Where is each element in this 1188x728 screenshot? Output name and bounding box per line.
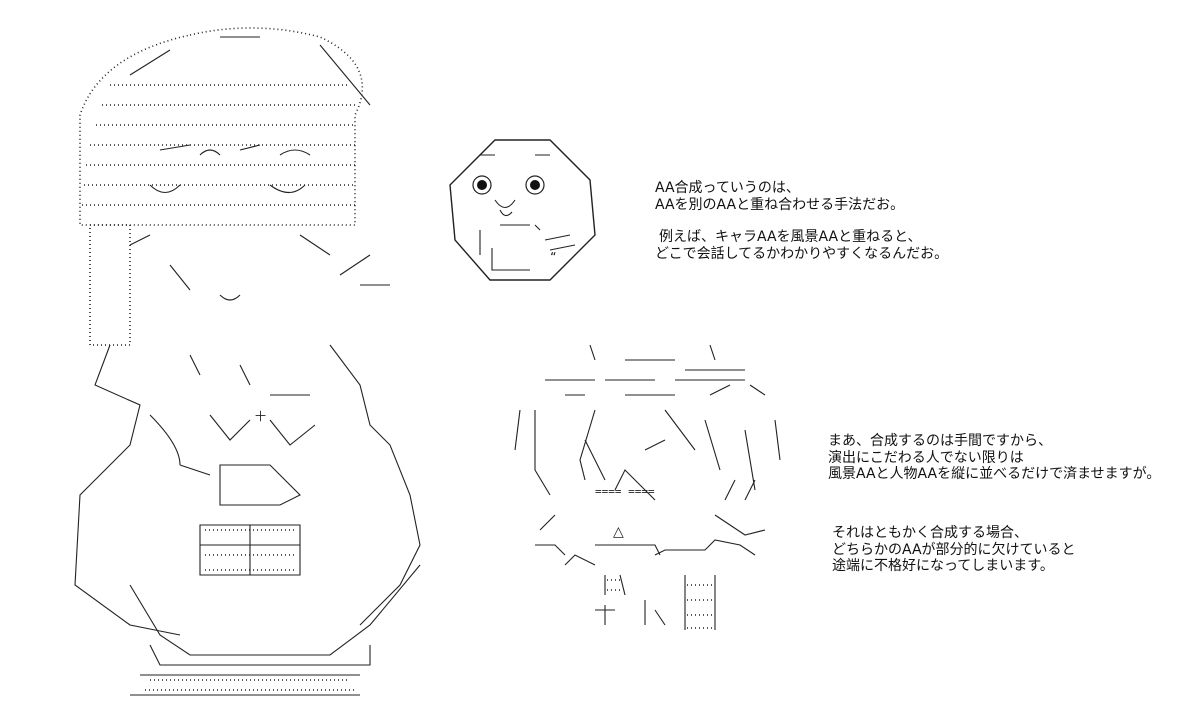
intro-line-4: どこで会話してるかわかりやすくなるんだお。: [655, 245, 949, 262]
chest-cross-text: 十: [255, 409, 266, 423]
boy-ascii-art: ==== ==== △: [505, 340, 795, 635]
intro-line-2: AAを別のAAと重ね合わせる手法だお。: [655, 196, 905, 213]
text-block-effort: まあ、合成するのは手間ですから、 演出にこだわる人でない限りは 風景AAと人物A…: [828, 433, 1160, 483]
nose-text: △: [613, 524, 624, 540]
intro-line-1: AA合成っていうのは、: [655, 180, 800, 196]
text-block-missing: それはともかく合成する場合、 どちらかのAAが部分的に欠けていると 途端に不格好…: [832, 525, 1076, 575]
eyes-text: ==== ====: [595, 485, 655, 498]
effort-line-3: 風景AAと人物AAを縦に並べるだけで済ませますが。: [828, 466, 1161, 482]
missing-line-1: それはともかく合成する場合、: [832, 525, 1028, 541]
effort-line-1: まあ、合成するのは手間ですから、: [828, 433, 1052, 449]
missing-line-3: 途端に不格好になってしまいます。: [832, 558, 1054, 574]
intro-line-blank: [655, 213, 948, 229]
round-face-ascii-art: “: [440, 130, 610, 295]
intro-line-3: 例えば、キャラAAを風景AAと重ねると、: [659, 229, 922, 245]
effort-line-2: 演出にこだわる人でない限りは: [828, 449, 1024, 466]
text-block-intro: AA合成っていうのは、 AAを別のAAと重ね合わせる手法だお。 例えば、キャラA…: [655, 180, 948, 262]
cheek-mark-text: “: [550, 250, 557, 263]
girl-ascii-art: 十: [70, 25, 450, 705]
missing-line-2: どちらかのAAが部分的に欠けていると: [832, 541, 1076, 558]
